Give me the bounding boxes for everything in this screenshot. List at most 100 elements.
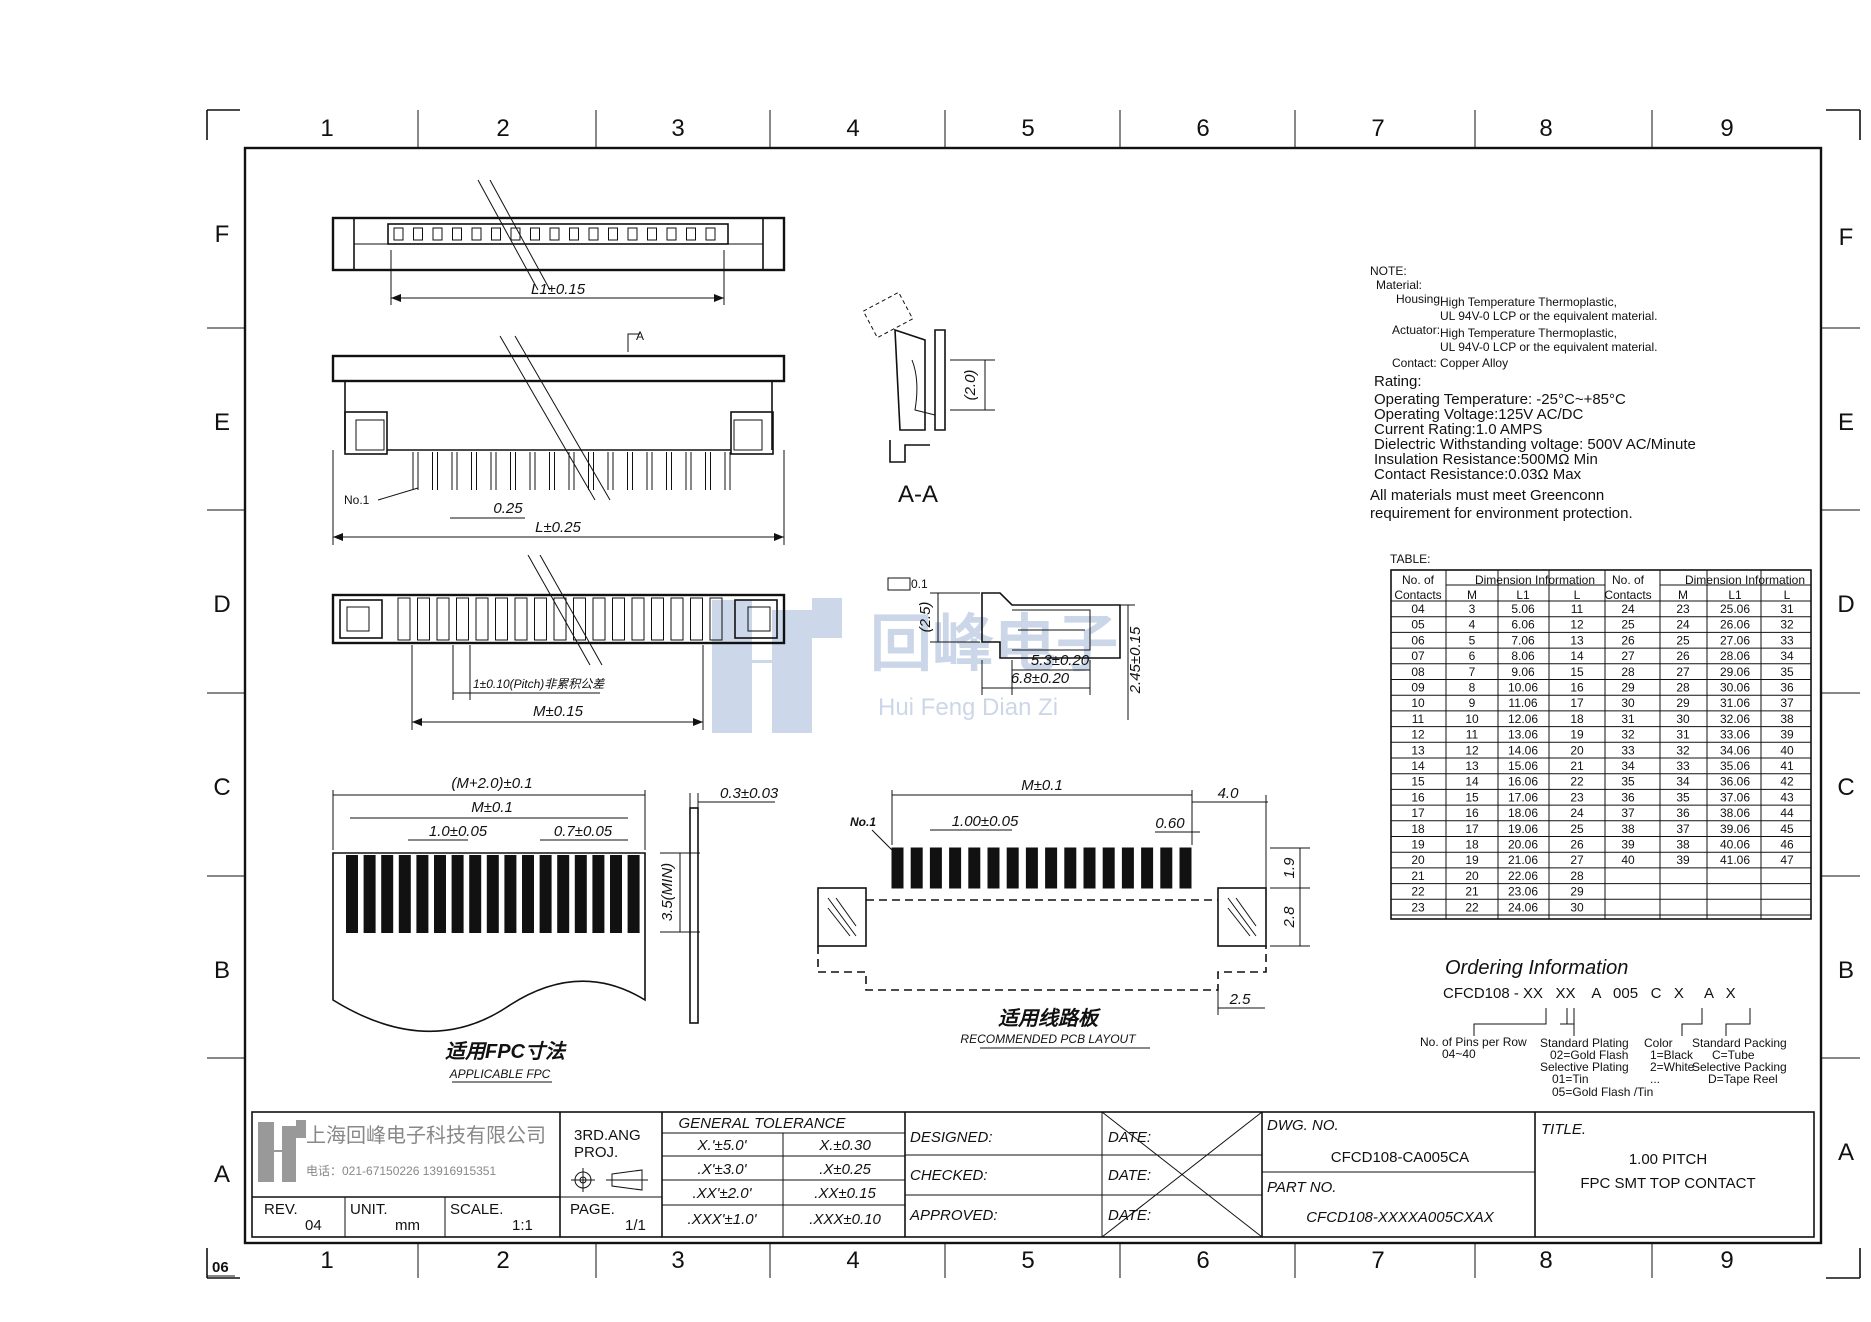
date-label: DATE: xyxy=(1108,1167,1151,1184)
table-cell: 35 xyxy=(1621,775,1635,789)
table-cell: 05 xyxy=(1411,618,1425,632)
ordering-color: ... xyxy=(1650,1072,1660,1086)
ordering-plating: Selective Plating xyxy=(1540,1060,1629,1074)
ordering-packing: Selective Packing xyxy=(1692,1060,1787,1074)
pcb-pad xyxy=(1160,847,1173,889)
company-logo xyxy=(258,1120,306,1182)
table-cell: 13 xyxy=(1570,633,1584,647)
table-cell: 06 xyxy=(1411,633,1425,647)
col-label: 4 xyxy=(846,115,859,142)
table-cell: 33 xyxy=(1621,743,1635,757)
table-cell: 27.06 xyxy=(1720,633,1750,647)
table-cell: 35.06 xyxy=(1720,759,1750,773)
table-cell: 20 xyxy=(1570,743,1584,757)
column-labels-bottom: 1 2 3 4 5 6 7 8 9 xyxy=(320,1247,1733,1274)
col-label: 8 xyxy=(1539,1247,1552,1274)
table-cell: 13 xyxy=(1465,759,1479,773)
note-env-1: All materials must meet Greenconn xyxy=(1370,487,1604,504)
fpc-finger xyxy=(434,855,446,933)
table-cell: 26 xyxy=(1676,649,1690,663)
row-label: B xyxy=(1838,957,1854,984)
table-h-m: M xyxy=(1678,588,1688,602)
ordering-color: Color xyxy=(1644,1036,1673,1050)
table-cell: 38 xyxy=(1676,838,1690,852)
ordering-plating: 05=Gold Flash /Tin xyxy=(1552,1085,1653,1099)
fpc-finger xyxy=(539,855,552,933)
table-cell: 30 xyxy=(1676,712,1690,726)
pcb-pad xyxy=(891,847,904,889)
table-cell: 15 xyxy=(1465,790,1479,804)
table-cell: 21 xyxy=(1465,885,1479,899)
table-cell: 20.06 xyxy=(1508,838,1538,852)
pcb-pad xyxy=(1141,847,1154,889)
company-name: 上海回峰电子科技有限公司 xyxy=(306,1124,546,1147)
table-cell: 46 xyxy=(1780,838,1794,852)
side-h: (2.5) xyxy=(917,602,934,633)
table-cell: 29 xyxy=(1676,696,1690,710)
section-dim: (2.0) xyxy=(962,370,979,401)
table-cell: 37 xyxy=(1676,822,1690,836)
pcb-title-en: RECOMMENDED PCB LAYOUT xyxy=(960,1032,1137,1046)
fpc-finger xyxy=(592,855,605,933)
table-cell: 44 xyxy=(1780,806,1794,820)
table-h-contacts: No. of xyxy=(1402,573,1435,587)
top-view: L1±0.15 xyxy=(331,179,786,305)
row-label: A xyxy=(1838,1139,1854,1166)
ordering-packing: Standard Packing xyxy=(1692,1036,1787,1050)
table-cell: 13 xyxy=(1411,743,1425,757)
table-cell: 22.06 xyxy=(1508,869,1538,883)
note-op-temp: Operating Temperature: -25°C~+85°C xyxy=(1374,391,1626,408)
table-cell: 19 xyxy=(1465,853,1479,867)
sheet-mark: 06 xyxy=(212,1259,229,1276)
unit-value: mm xyxy=(395,1217,420,1234)
table-cell: 08 xyxy=(1411,665,1425,679)
table-cell: 23 xyxy=(1411,900,1425,914)
bottom-pitch: 1±0.10(Pitch)非累积公差 xyxy=(473,677,605,691)
table-cell: 47 xyxy=(1780,853,1794,867)
table-cell: 15.06 xyxy=(1508,759,1538,773)
table-cell: 41 xyxy=(1780,759,1794,773)
table-cell: 20 xyxy=(1465,869,1479,883)
table-cell: 29.06 xyxy=(1720,665,1750,679)
dwg-label: DWG. NO. xyxy=(1267,1117,1339,1134)
designed-label: DESIGNED: xyxy=(910,1129,993,1146)
table-cell: 36 xyxy=(1621,790,1635,804)
top-dim-l1: L1±0.15 xyxy=(531,281,586,298)
table-cell: 39 xyxy=(1780,728,1794,742)
pcb-pad xyxy=(968,847,981,889)
table-cell: 24 xyxy=(1570,806,1584,820)
table-cell: 19 xyxy=(1570,728,1584,742)
table-cell: 16.06 xyxy=(1508,775,1538,789)
side-view: 0.1 (2.5) 5.3±0.20 6.8±0.20 2.45±0.15 xyxy=(887,577,1144,720)
fpc-len: 3.5(MIN) xyxy=(659,863,676,921)
pcb-pad xyxy=(1102,847,1115,889)
note-actuator-1: High Temperature Thermoplastic, xyxy=(1440,326,1617,340)
tol-linear: X.±0.30 xyxy=(818,1137,871,1154)
pcb-pad xyxy=(1006,847,1019,889)
pcb-pad xyxy=(1025,847,1038,889)
section-aa: (2.0) A-A xyxy=(862,291,995,508)
ordering-code: CFCD108 - XX XX A 005 C X A X xyxy=(1443,985,1736,1002)
table-cell: 17 xyxy=(1411,806,1425,820)
part-label: PART NO. xyxy=(1267,1179,1336,1196)
table-cell: 14.06 xyxy=(1508,743,1538,757)
note-env-2: requirement for environment protection. xyxy=(1370,505,1633,522)
fpc-finger xyxy=(610,855,622,933)
table-cell: 31 xyxy=(1676,728,1690,742)
table-cell: 24 xyxy=(1621,602,1635,616)
checked-label: CHECKED: xyxy=(910,1167,988,1184)
col-label: 4 xyxy=(846,1247,859,1274)
table-cell: 22 xyxy=(1411,885,1425,899)
pcb-pad xyxy=(987,847,1000,889)
table-cell: 18 xyxy=(1465,838,1479,852)
table-cell: 33 xyxy=(1676,759,1690,773)
fpc-view: (M+2.0)±0.1 M±0.1 1.0±0.05 0.7±0.05 3.5(… xyxy=(332,775,779,1083)
table-cell: 34 xyxy=(1780,649,1794,663)
table-cell: 12.06 xyxy=(1508,712,1538,726)
table-h-l: L xyxy=(1574,588,1581,602)
row-label: D xyxy=(1837,591,1854,618)
table-cell: 28 xyxy=(1676,681,1690,695)
col-label: 8 xyxy=(1539,115,1552,142)
pcb-m: M±0.1 xyxy=(1021,777,1063,794)
note-housing-2: UL 94V-0 LCP or the equivalent material. xyxy=(1440,309,1657,323)
